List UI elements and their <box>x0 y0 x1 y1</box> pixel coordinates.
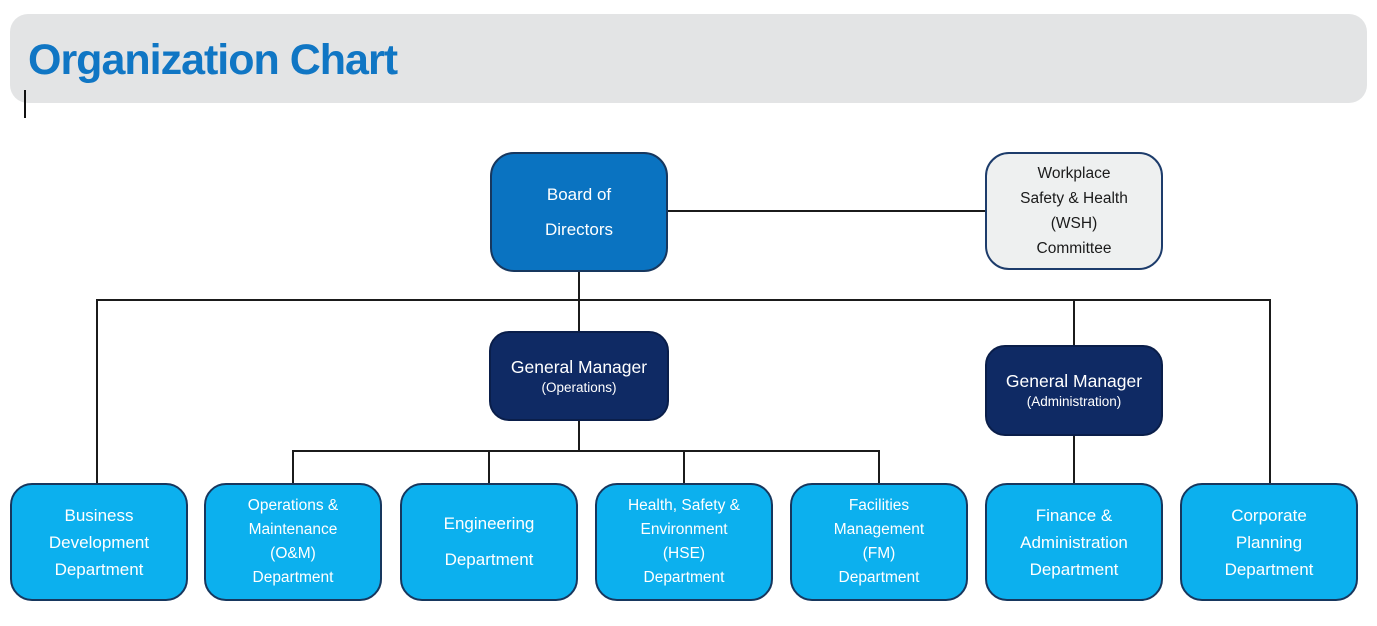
engineering-department-node[interactable]: Engineering Department <box>400 483 578 601</box>
node-label-line: Corporate <box>1231 505 1307 525</box>
node-label-line: General Manager <box>1005 371 1143 391</box>
facilities-management-department-node[interactable]: Facilities Management (FM) Department <box>790 483 968 601</box>
wsh-committee-node[interactable]: Workplace Safety & Health (WSH) Committe… <box>985 152 1163 270</box>
node-label-line: Board of <box>546 185 612 204</box>
node-label-line: Department <box>1029 559 1119 579</box>
node-label-line: Environment <box>640 521 728 538</box>
node-label-line: Management <box>833 521 925 538</box>
gm-operations-node[interactable]: General Manager (Operations) <box>489 331 669 421</box>
node-label-line: General Manager <box>510 356 648 377</box>
node-label-line: Business <box>64 505 134 525</box>
node-label-line: Workplace <box>1037 165 1111 182</box>
node-label-line: (Operations) <box>541 379 617 395</box>
node-label-line: Maintenance <box>248 521 338 538</box>
node-label-line: Safety & Health <box>1020 190 1128 207</box>
health-safety-environment-department-node[interactable]: Health, Safety & Environment (HSE) Depar… <box>595 483 773 601</box>
gm-administration-node[interactable]: General Manager (Administration) <box>985 345 1163 436</box>
node-label-line: Health, Safety & <box>627 497 740 514</box>
node-label-line: Committee <box>1036 240 1112 257</box>
node-label-line: Finance & <box>1035 505 1113 525</box>
node-label-line: Department <box>838 569 920 586</box>
title-banner <box>10 14 1367 103</box>
node-label-line: (Administration) <box>1026 394 1122 409</box>
operations-maintenance-department-node[interactable]: Operations & Maintenance (O&M) Departmen… <box>204 483 382 601</box>
node-label-line: Engineering <box>443 514 535 533</box>
node-label-line: Department <box>1224 559 1314 579</box>
business-development-department-node[interactable]: Business Development Department <box>10 483 188 601</box>
node-label-line: Department <box>643 569 725 586</box>
node-label-line: (WSH) <box>1050 215 1098 232</box>
board-of-directors-node[interactable]: Board of Directors <box>490 152 668 272</box>
node-label-line: Facilities <box>848 497 910 514</box>
finance-administration-department-node[interactable]: Finance & Administration Department <box>985 483 1163 601</box>
node-label-line: Operations & <box>247 497 339 514</box>
node-label-line: Department <box>252 569 334 586</box>
page-title: Organization Chart <box>28 36 398 84</box>
node-label-line: Department <box>54 559 144 579</box>
node-label-line: Administration <box>1020 532 1128 552</box>
node-label-line: (FM) <box>862 545 896 562</box>
corporate-planning-department-node[interactable]: Corporate Planning Department <box>1180 483 1358 601</box>
node-label-line: Development <box>48 532 150 552</box>
text-cursor <box>24 90 26 118</box>
node-label-line: (O&M) <box>270 545 316 562</box>
node-label-line: Directors <box>544 220 613 239</box>
node-label-line: Planning <box>1235 532 1303 552</box>
node-label-line: Department <box>444 550 534 569</box>
node-label-line: (HSE) <box>662 545 706 562</box>
